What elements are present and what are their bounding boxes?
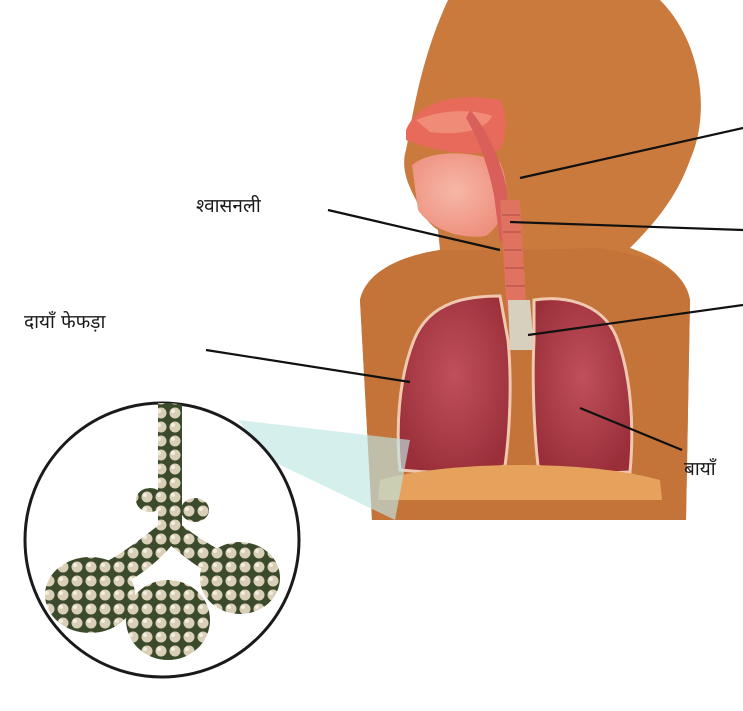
nasal-cavity	[406, 97, 512, 242]
label-right-lung: दायाँ फेफड़ा	[24, 308, 105, 334]
label-left-lung: बायाँ	[684, 455, 716, 481]
label-trachea: श्वासनली	[196, 192, 261, 218]
alveoli-zoom	[25, 400, 299, 677]
